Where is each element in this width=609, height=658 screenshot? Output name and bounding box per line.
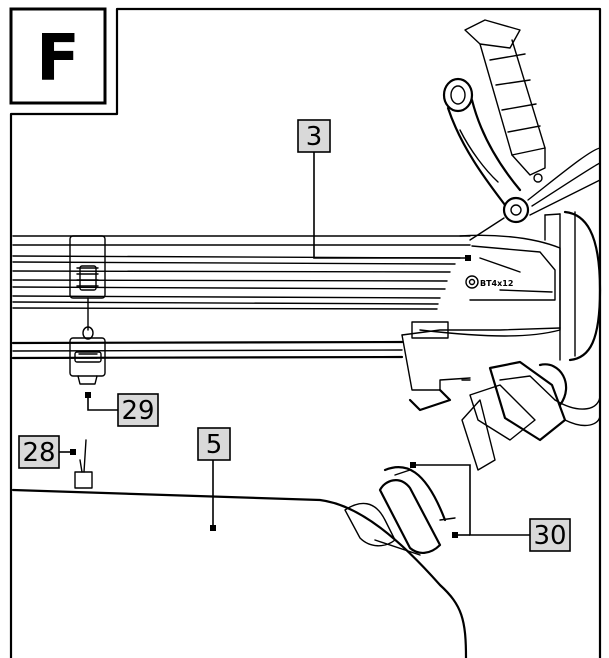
panel-letter: F xyxy=(36,22,80,96)
handle-arm xyxy=(442,77,601,241)
svg-text:28: 28 xyxy=(22,438,55,468)
coupling-parts xyxy=(461,360,601,471)
part-marking: BT4x12 xyxy=(480,279,513,288)
small-part-28 xyxy=(74,439,93,489)
cover-panel xyxy=(11,488,468,658)
callout-28: 28 xyxy=(18,435,60,469)
callout-29: 29 xyxy=(117,393,159,427)
svg-text:5: 5 xyxy=(206,430,223,460)
leader-lines xyxy=(59,152,530,538)
tube-assembly: BT4x12 xyxy=(11,210,602,412)
svg-text:3: 3 xyxy=(306,122,323,152)
svg-text:29: 29 xyxy=(121,396,154,426)
diagram-frame xyxy=(9,7,602,658)
tube-clamp xyxy=(69,235,106,385)
svg-text:30: 30 xyxy=(533,521,566,551)
tube-fitting xyxy=(344,466,456,556)
callout-5: 5 xyxy=(197,427,231,461)
shoulder-strap xyxy=(464,19,546,183)
callout-30: 30 xyxy=(529,518,571,552)
panel-label: F xyxy=(9,7,107,105)
callout-3: 3 xyxy=(297,119,331,153)
